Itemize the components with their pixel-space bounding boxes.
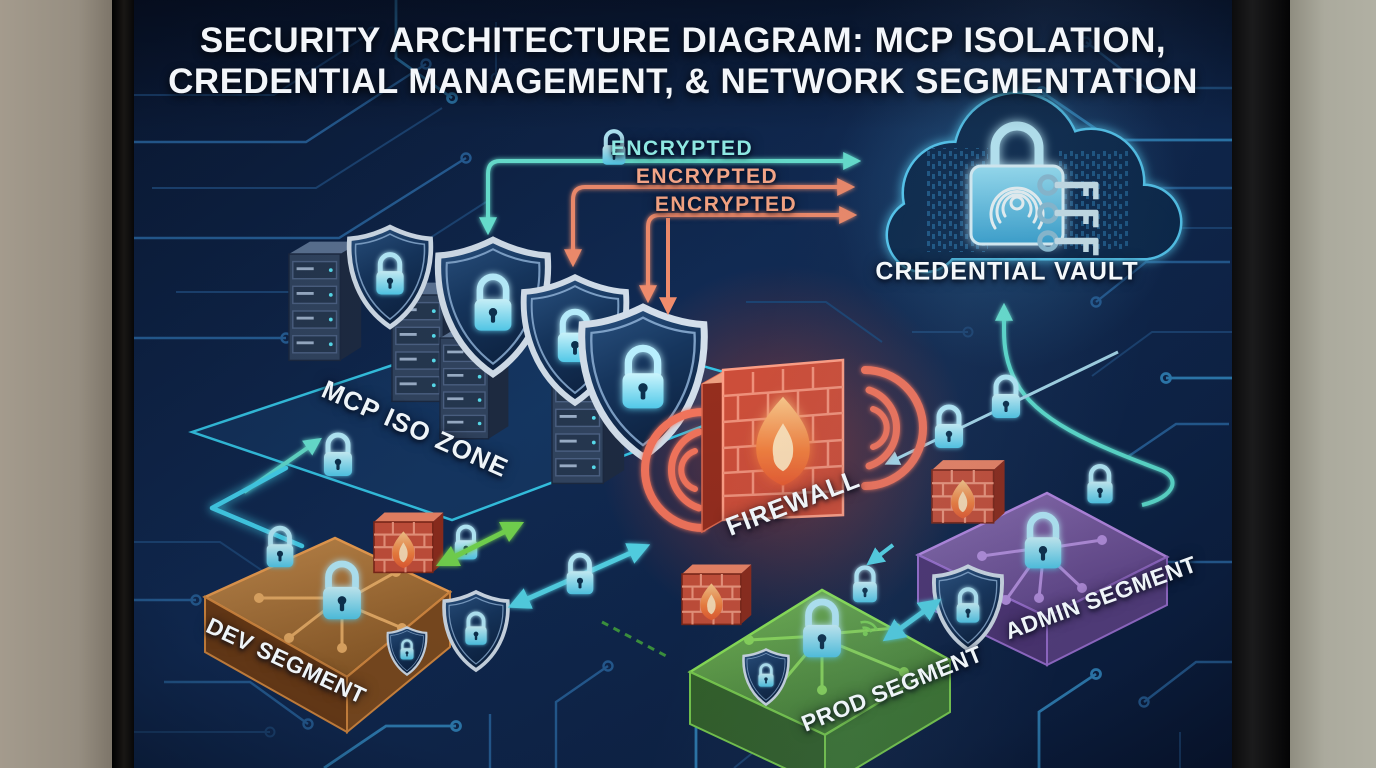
diagram-title: SECURITY ARCHITECTURE DIAGRAM: MCP ISOLA… <box>168 20 1198 103</box>
vignette <box>134 0 1232 768</box>
title-line-1: SECURITY ARCHITECTURE DIAGRAM: MCP ISOLA… <box>199 21 1167 60</box>
security-diagram <box>134 0 1232 768</box>
wall-right <box>1290 0 1376 768</box>
encrypted-label-mid: ENCRYPTED <box>635 165 779 188</box>
monitor-screen: SECURITY ARCHITECTURE DIAGRAM: MCP ISOLA… <box>134 0 1232 768</box>
title-line-2: CREDENTIAL MANAGEMENT, & NETWORK SEGMENT… <box>168 62 1198 102</box>
wall-left <box>0 0 112 768</box>
encrypted-label-top: ENCRYPTED <box>610 137 754 160</box>
credential-vault-label: CREDENTIAL VAULT <box>875 257 1139 286</box>
encrypted-label-bottom: ENCRYPTED <box>654 193 798 216</box>
monitor-bezel-right <box>1232 0 1290 768</box>
monitor-bezel-left <box>112 0 134 768</box>
